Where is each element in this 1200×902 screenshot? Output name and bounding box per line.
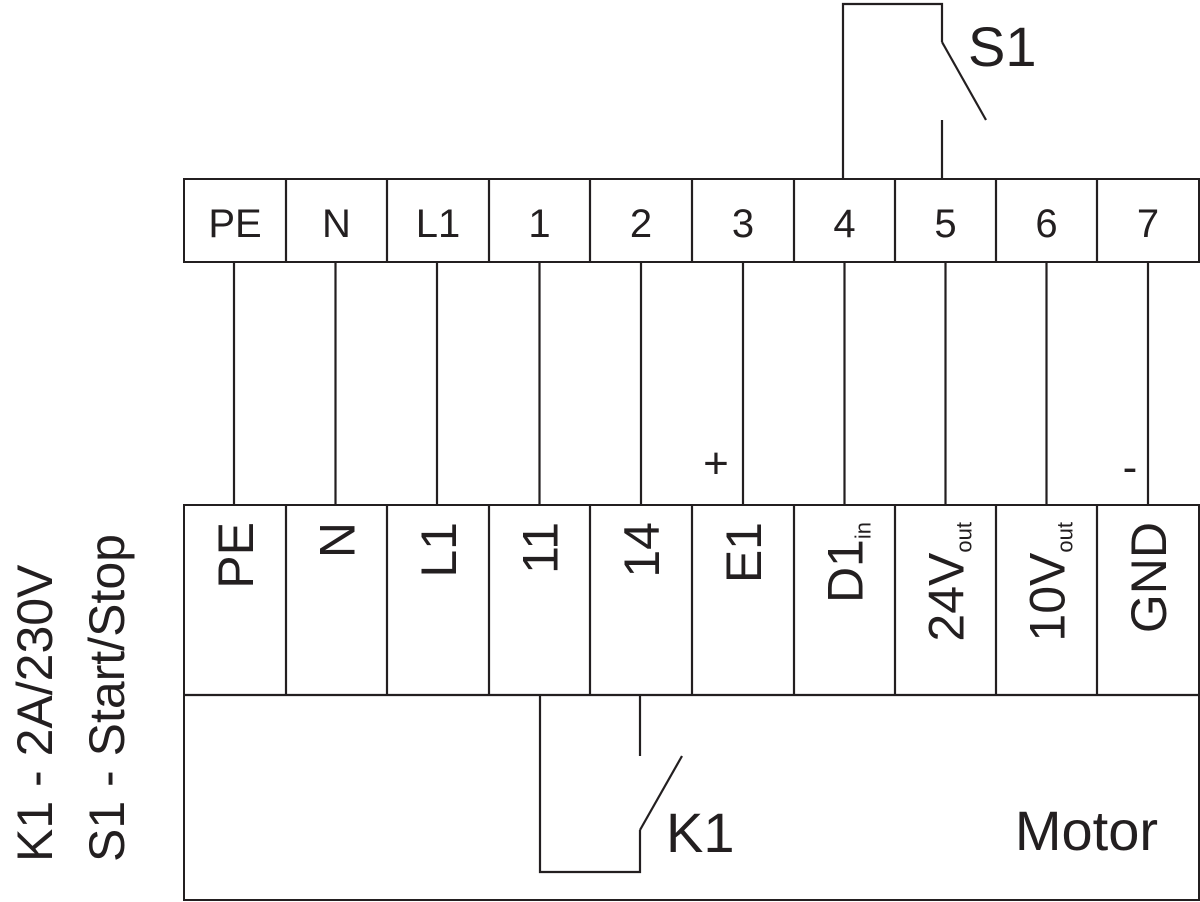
svg-text:24Vout: 24Vout — [919, 522, 977, 642]
bottom-terminal-sub: out — [1053, 522, 1078, 553]
bottom-terminal-label: 24Vout — [919, 522, 977, 642]
top-terminal-label: N — [322, 202, 351, 246]
bottom-terminal-main: 24V — [919, 552, 975, 642]
top-terminal-label: 5 — [934, 202, 956, 246]
svg-text:14: 14 — [614, 522, 670, 578]
bottom-terminal-label: N — [310, 522, 366, 558]
top-terminal-label: L1 — [416, 202, 461, 246]
polarity-plus: + — [703, 439, 729, 488]
top-terminal-labels: PE N L1 1 2 3 4 5 6 7 — [208, 202, 1159, 246]
legend-k1: K1 - 2A/230V — [7, 564, 63, 862]
motor-label: Motor — [1015, 799, 1158, 862]
svg-text:N: N — [310, 522, 366, 558]
switch-k1 — [538, 695, 683, 874]
top-terminal-label: 1 — [528, 202, 550, 246]
bottom-terminal-main: GND — [1121, 522, 1177, 633]
bottom-terminal-label: 10Vout — [1020, 522, 1078, 642]
svg-text:E1: E1 — [716, 522, 772, 583]
bottom-terminal-label: E1 — [716, 522, 772, 583]
top-terminal-label: PE — [208, 202, 261, 246]
legend-s1: S1 - Start/Stop — [79, 534, 135, 862]
bottom-terminal-label: 14 — [614, 522, 670, 578]
svg-text:11: 11 — [513, 522, 569, 574]
switch-k1-label: K1 — [666, 801, 735, 864]
legend: K1 - 2A/230V S1 - Start/Stop — [7, 534, 135, 862]
bottom-terminal-main: 14 — [614, 522, 670, 578]
bottom-terminal-main: E1 — [716, 522, 772, 583]
top-terminal-label: 7 — [1137, 202, 1159, 246]
bottom-terminal-sub: out — [952, 522, 977, 553]
bottom-terminal-label: 11 — [513, 522, 569, 574]
bottom-terminal-main: 10V — [1020, 552, 1076, 642]
bottom-terminal-label: D1in — [818, 522, 876, 603]
bottom-terminal-main: L1 — [411, 522, 467, 578]
bottom-terminal-sub: in — [851, 522, 876, 539]
switch-s1-label: S1 — [968, 15, 1037, 78]
svg-text:10Vout: 10Vout — [1020, 522, 1078, 642]
bottom-terminal-label: GND — [1121, 522, 1177, 633]
switch-s1 — [841, 2, 987, 179]
bottom-terminal-label: PE — [208, 522, 264, 589]
top-terminal-label: 2 — [630, 202, 652, 246]
connection-wires — [232, 262, 1150, 505]
top-terminal-label: 3 — [732, 202, 754, 246]
top-terminal-label: 6 — [1035, 202, 1057, 246]
bottom-terminal-dividers — [284, 505, 1099, 695]
bottom-terminal-main: PE — [208, 522, 264, 589]
svg-text:D1in: D1in — [818, 522, 876, 603]
bottom-terminal-label: L1 — [411, 522, 467, 578]
top-terminal-dividers — [284, 179, 1099, 262]
polarity-minus: - — [1123, 443, 1138, 492]
bottom-terminal-main: 11 — [513, 522, 569, 574]
bottom-terminal-main: D1 — [818, 539, 874, 603]
bottom-terminal-main: N — [310, 522, 366, 558]
svg-text:GND: GND — [1121, 522, 1177, 633]
svg-text:L1: L1 — [411, 522, 467, 578]
top-terminal-label: 4 — [833, 202, 855, 246]
svg-text:PE: PE — [208, 522, 264, 589]
